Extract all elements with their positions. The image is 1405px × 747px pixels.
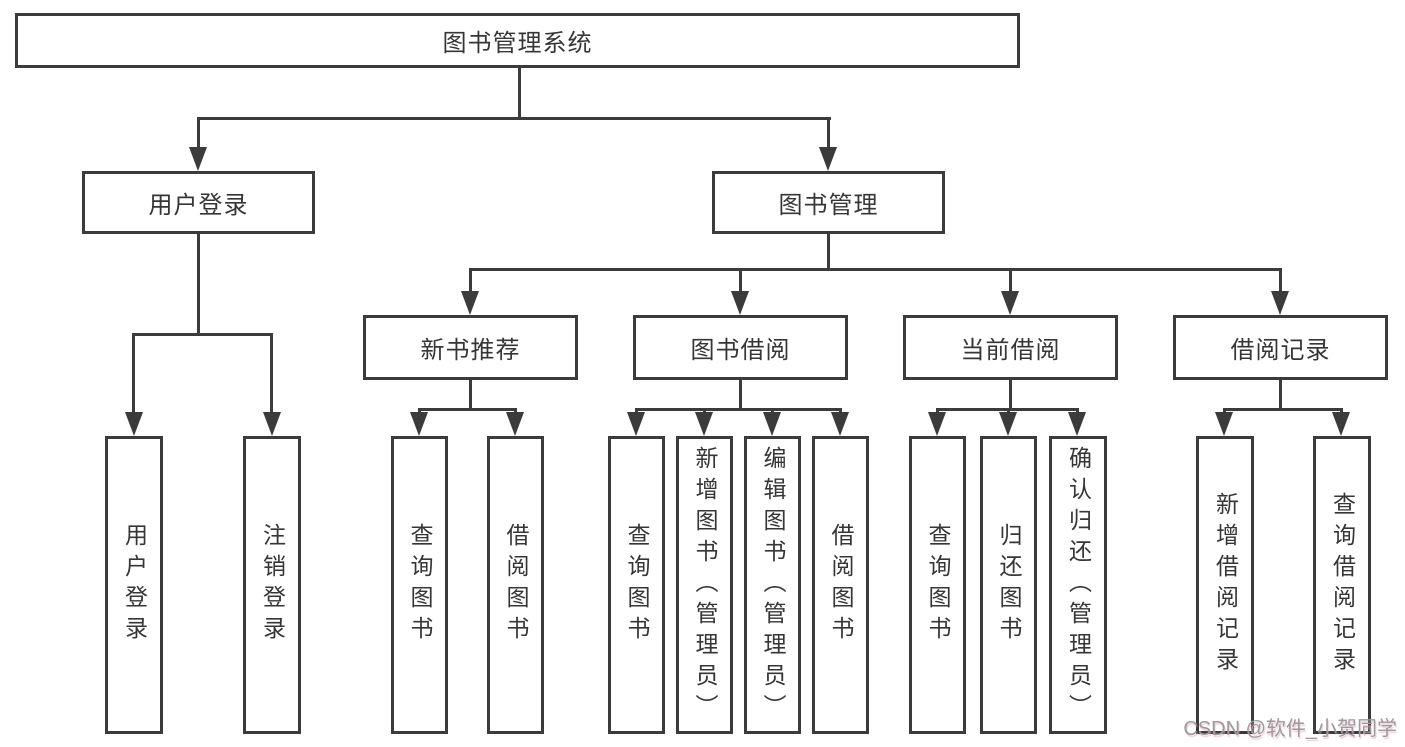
node-book-management: 图书管理 bbox=[712, 171, 945, 234]
arrow-to-borrow-record bbox=[1271, 291, 1289, 315]
leaf-cb-return-book: 归还图书 bbox=[980, 436, 1037, 734]
node-book-management-label: 图书管理 bbox=[778, 192, 879, 219]
leaf-bb-edit-book-admin-label: 编辑图书（管理员） bbox=[760, 445, 786, 725]
connector-nbr-stem bbox=[469, 380, 472, 411]
node-root: 图书管理系统 bbox=[15, 13, 1020, 68]
connector-cb-stem bbox=[1009, 380, 1012, 411]
node-new-book-recommend: 新书推荐 bbox=[363, 315, 578, 380]
connector-bb-bar bbox=[635, 408, 842, 411]
connector-root-bar bbox=[197, 117, 831, 120]
leaf-bb-query-book: 查询图书 bbox=[608, 436, 665, 734]
arrow-to-book-management bbox=[819, 147, 837, 171]
connector-nbr-bar bbox=[418, 408, 517, 411]
arrow-to-leaf-bb-edit bbox=[763, 412, 781, 436]
arrow-to-leaf-nbr-borrow bbox=[506, 412, 524, 436]
leaf-cb-confirm-return-admin: 确认归还（管理员） bbox=[1049, 436, 1107, 734]
connector-bookmgmt-stem bbox=[827, 234, 830, 271]
leaf-br-query-record: 查询借阅记录 bbox=[1313, 436, 1371, 734]
leaf-bb-add-book-admin-label: 新增图书（管理员） bbox=[692, 445, 718, 725]
leaf-cb-confirm-return-admin-label: 确认归还（管理员） bbox=[1065, 445, 1092, 725]
leaf-nbr-borrow-book-label: 借阅图书 bbox=[503, 523, 529, 647]
arrow-to-leaf-bb-query bbox=[627, 412, 645, 436]
leaf-nbr-query-book: 查询图书 bbox=[391, 436, 448, 734]
connector-bookmgmt-bar bbox=[469, 268, 1281, 271]
arrow-to-leaf-nbr-query bbox=[410, 412, 428, 436]
leaf-nbr-borrow-book: 借阅图书 bbox=[487, 436, 544, 734]
leaf-user-login-label: 用户登录 bbox=[121, 523, 148, 647]
arrow-to-leaf-cb-confirm bbox=[1068, 412, 1086, 436]
leaf-logout-label: 注销登录 bbox=[259, 523, 286, 647]
connector-root-drop-right bbox=[827, 117, 830, 150]
leaf-cb-query-book-label: 查询图书 bbox=[925, 523, 951, 647]
node-root-label: 图书管理系统 bbox=[442, 30, 593, 57]
arrow-to-new-book-recommend bbox=[461, 291, 479, 315]
connector-bb-stem bbox=[739, 380, 742, 411]
connector-userlogin-drop-right bbox=[270, 333, 273, 414]
arrow-to-leaf-bb-borrow bbox=[831, 412, 849, 436]
leaf-bb-borrow-book: 借阅图书 bbox=[812, 436, 869, 734]
leaf-bb-borrow-book-label: 借阅图书 bbox=[828, 523, 854, 647]
node-current-borrow: 当前借阅 bbox=[903, 315, 1118, 380]
leaf-br-query-record-label: 查询借阅记录 bbox=[1329, 492, 1356, 678]
connector-bookmgmt-drop-3 bbox=[1009, 268, 1012, 294]
node-user-login: 用户登录 bbox=[82, 171, 315, 234]
connector-bookmgmt-drop-2 bbox=[739, 268, 742, 294]
arrow-to-current-borrow bbox=[1001, 291, 1019, 315]
node-book-borrow: 图书借阅 bbox=[633, 315, 848, 380]
connector-root-stem bbox=[518, 68, 521, 118]
node-current-borrow-label: 当前借阅 bbox=[960, 337, 1061, 364]
arrow-to-user-login bbox=[189, 147, 207, 171]
node-borrow-record-label: 借阅记录 bbox=[1230, 337, 1331, 364]
leaf-br-add-record: 新增借阅记录 bbox=[1196, 436, 1254, 734]
arrow-to-book-borrow bbox=[731, 291, 749, 315]
connector-userlogin-stem bbox=[197, 234, 200, 336]
leaf-br-add-record-label: 新增借阅记录 bbox=[1212, 492, 1239, 678]
leaf-bb-add-book-admin: 新增图书（管理员） bbox=[676, 436, 733, 734]
connector-root-drop-left bbox=[197, 117, 200, 150]
csdn-watermark: CSDN @软件_小贺同学 bbox=[1183, 718, 1397, 740]
leaf-bb-query-book-label: 查询图书 bbox=[624, 523, 650, 647]
connector-br-bar bbox=[1223, 408, 1343, 411]
connector-br-stem bbox=[1279, 380, 1282, 411]
arrow-to-leaf-bb-add bbox=[695, 412, 713, 436]
node-book-borrow-label: 图书借阅 bbox=[690, 337, 791, 364]
leaf-cb-query-book: 查询图书 bbox=[909, 436, 966, 734]
node-user-login-label: 用户登录 bbox=[148, 192, 249, 219]
arrow-to-leaf-cb-return bbox=[999, 412, 1017, 436]
arrow-to-leaf-br-add bbox=[1215, 412, 1233, 436]
arrow-to-leaf-user-login bbox=[125, 412, 143, 436]
leaf-bb-edit-book-admin: 编辑图书（管理员） bbox=[744, 436, 801, 734]
arrow-to-leaf-cb-query bbox=[928, 412, 946, 436]
node-new-book-recommend-label: 新书推荐 bbox=[420, 337, 521, 364]
connector-bookmgmt-drop-1 bbox=[469, 268, 472, 294]
arrow-to-leaf-logout bbox=[263, 412, 281, 436]
leaf-user-login: 用户登录 bbox=[105, 436, 163, 734]
connector-bookmgmt-drop-4 bbox=[1279, 268, 1282, 294]
leaf-cb-return-book-label: 归还图书 bbox=[996, 523, 1022, 647]
leaf-nbr-query-book-label: 查询图书 bbox=[407, 523, 433, 647]
node-borrow-record: 借阅记录 bbox=[1173, 315, 1388, 380]
connector-userlogin-bar bbox=[132, 333, 273, 336]
leaf-logout: 注销登录 bbox=[243, 436, 301, 734]
arrow-to-leaf-br-query bbox=[1332, 412, 1350, 436]
connector-userlogin-drop-left bbox=[132, 333, 135, 414]
